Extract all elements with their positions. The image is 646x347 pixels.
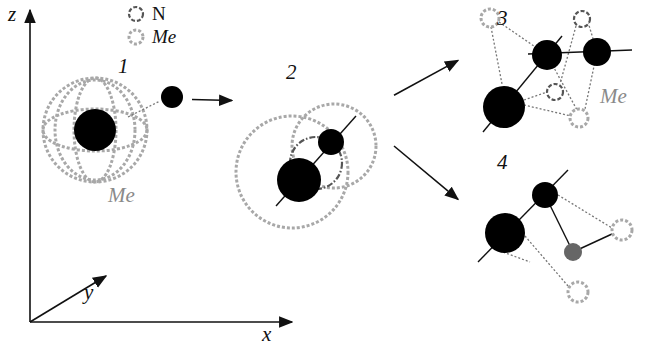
bond-line — [525, 236, 568, 286]
me-atom — [568, 282, 588, 302]
n-atom — [564, 243, 582, 261]
bond-axis — [276, 116, 356, 206]
atom — [277, 129, 344, 202]
stage-region: 4 — [458, 150, 640, 340]
legend-sample — [126, 27, 146, 47]
atom — [277, 158, 321, 202]
atom — [318, 129, 344, 155]
stage-arrow — [192, 100, 232, 101]
bond-axis — [478, 170, 568, 262]
me-atom — [481, 9, 499, 27]
atom — [532, 40, 562, 70]
legend-sample — [129, 30, 143, 44]
me-orbit — [43, 78, 147, 182]
stage-number: 3 — [497, 6, 508, 30]
bond-line — [524, 105, 571, 116]
me-orbit — [236, 104, 376, 228]
legend-item: N — [126, 3, 166, 25]
bond-line — [524, 92, 547, 100]
stage-number: 4 — [497, 150, 508, 174]
me-atom — [612, 220, 632, 240]
bond-line — [491, 27, 502, 84]
stage-region: 2 — [232, 55, 392, 230]
legend-sample — [129, 7, 143, 21]
axis — [30, 321, 292, 323]
n-atom — [564, 243, 582, 261]
bond-line — [128, 101, 160, 117]
atom — [485, 182, 558, 253]
axis-label: z — [8, 2, 16, 26]
stage-region: 3Me — [458, 4, 640, 145]
atom — [161, 86, 183, 108]
atom — [483, 86, 525, 128]
me-orbit — [236, 116, 348, 228]
atom — [74, 86, 183, 151]
me-orbit — [55, 80, 135, 180]
me-atom — [570, 109, 588, 127]
stage-arrow — [394, 146, 458, 199]
legend-text: Me — [152, 26, 176, 48]
me-atom — [568, 220, 632, 302]
me-orbit — [43, 78, 147, 182]
axis — [30, 10, 292, 322]
axis-label: y — [84, 280, 93, 304]
atom — [583, 38, 611, 66]
legend-item: Me — [126, 26, 176, 48]
stage-number: 1 — [118, 54, 129, 78]
n-atom — [574, 11, 590, 27]
atom — [532, 182, 558, 208]
bond-line — [128, 101, 160, 117]
stage-region: 1Me — [35, 40, 192, 215]
n-atom — [547, 84, 563, 100]
legend-text: N — [152, 3, 166, 25]
n-atom — [547, 11, 590, 100]
me-orbit — [43, 109, 147, 151]
me-orbit — [74, 78, 116, 182]
bond-line — [558, 195, 612, 228]
bond-axis — [478, 170, 612, 262]
bond-axis — [483, 36, 562, 132]
bond-line — [560, 26, 576, 84]
atom — [483, 38, 611, 128]
atom — [485, 213, 525, 253]
atom — [74, 109, 116, 151]
bond-axis — [483, 36, 632, 132]
stage-number: 2 — [286, 60, 297, 84]
axis — [30, 276, 106, 322]
bond-axis — [276, 116, 356, 206]
legend-sample — [126, 4, 146, 24]
stage-arrow — [394, 60, 458, 95]
metal-label: Me — [108, 183, 135, 207]
axis-label: x — [262, 322, 271, 346]
metal-label: Me — [600, 84, 627, 108]
axis — [29, 10, 31, 322]
